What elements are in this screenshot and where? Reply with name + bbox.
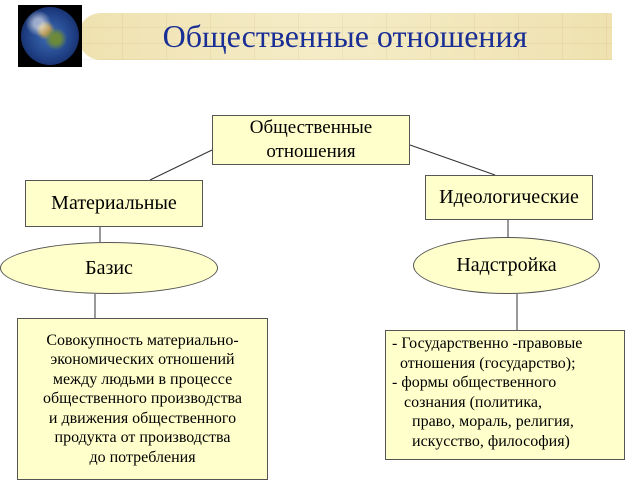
- superstructure-description: - Государственно -правовые отношения (го…: [385, 330, 625, 460]
- superstructure-description-line: искусство, философия): [392, 432, 570, 450]
- header-banner: [78, 13, 612, 60]
- ideological-node: Идеологические: [425, 175, 593, 220]
- basis-description: Совокупность материально- экономических …: [17, 318, 268, 480]
- superstructure-node: Надстройка: [413, 237, 600, 294]
- basis-description-line: экономических отношений: [50, 351, 235, 369]
- basis-description-line: и движения общественного: [48, 409, 237, 427]
- root-node-line: Общественные: [249, 117, 373, 138]
- globe-sphere: [21, 7, 79, 65]
- root-node-line: отношения: [266, 141, 356, 162]
- connector-root-ideological: [409, 144, 496, 176]
- basis-description-line: до потребления: [89, 448, 196, 466]
- basis-description-line: общественного производства: [42, 390, 242, 408]
- basis-description-line: продукта от производства: [54, 429, 231, 447]
- basis-description-line: между людьми в процессе: [52, 370, 233, 388]
- superstructure-description-line: сознания (политика,: [392, 393, 542, 411]
- material-node: Материальные: [25, 180, 203, 227]
- connector-root-material: [149, 149, 213, 181]
- basis-description-line: Совокупность материально-: [46, 331, 239, 349]
- superstructure-description-line: право, мораль, религия,: [392, 413, 574, 430]
- root-node: Общественные отношения: [212, 115, 410, 165]
- superstructure-description-line: - Государственно -правовые: [392, 335, 583, 352]
- superstructure-description-line: отношения (государство);: [392, 354, 576, 372]
- globe-icon: [18, 5, 82, 67]
- page-title: Общественные отношения: [162, 18, 528, 54]
- basis-node: Базис: [0, 242, 218, 294]
- superstructure-description-line: - формы общественного: [392, 374, 557, 391]
